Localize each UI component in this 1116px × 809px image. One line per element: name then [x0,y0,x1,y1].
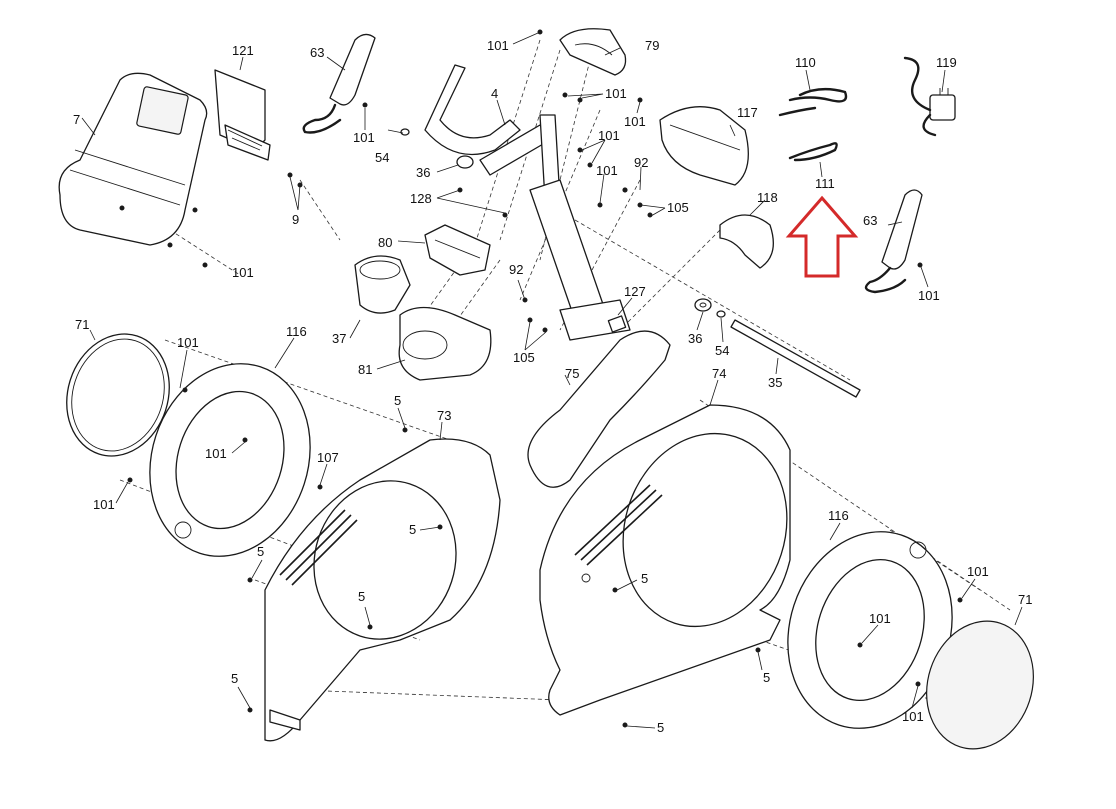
handle-grip-part-63-left [302,33,376,134]
callout-92: 92 [634,155,648,170]
washer-part-54-left [400,128,410,136]
callout-labels: 121 63 7 101 9 101 101 79 101 101 4 54 1… [73,38,1032,735]
callout-54-left: 54 [375,150,389,165]
callout-101: 101 [596,163,618,178]
callout-116-right: 116 [828,508,849,523]
housing-part-81 [398,306,492,381]
callout-105: 105 [667,200,689,215]
callout-80: 80 [378,235,392,250]
callout-101: 101 [232,265,254,280]
callout-101: 101 [869,611,891,626]
callout-101: 101 [177,335,199,350]
ring-part-116-right [787,531,953,729]
callout-35: 35 [768,375,782,390]
handlebar-frame-part-4 [424,64,561,201]
callout-101: 101 [967,564,989,579]
callout-9: 9 [292,212,299,227]
callout-101: 101 [918,288,940,303]
callout-107: 107 [317,450,339,465]
callout-127: 127 [624,284,646,299]
clip-cover-part-118 [719,214,774,269]
console-part-7 [58,72,208,246]
callout-121: 121 [232,43,254,58]
bushing-part-36-left [456,155,474,169]
callout-63-left: 63 [310,45,324,60]
callout-37: 37 [332,331,346,346]
callout-5: 5 [763,670,770,685]
washer-part-54-right [716,310,726,318]
disc-cover-part-71-right [926,620,1034,750]
callout-5: 5 [358,589,365,604]
callout-105: 105 [513,350,535,365]
bracket-part-80 [424,224,491,276]
callout-101: 101 [598,128,620,143]
callout-101: 101 [902,709,924,724]
callout-63-right: 63 [863,213,877,228]
cable-part-110 [778,87,848,117]
wire-part-111 [788,142,838,162]
callout-118: 118 [757,190,778,205]
axle-part-35 [730,319,861,398]
callout-116-left: 116 [286,324,307,339]
callout-5: 5 [641,571,648,586]
callout-101: 101 [624,114,646,129]
handle-grip-part-63-right [864,189,923,294]
disc-cover-part-71-left [66,333,170,457]
upright-post [529,179,631,341]
left-shroud-part-73 [264,438,501,742]
callout-4: 4 [491,86,498,101]
callout-111: 111 [815,176,835,191]
callout-101: 101 [353,130,375,145]
callout-71-right: 71 [1018,592,1032,607]
callout-5: 5 [231,671,238,686]
cup-holder-part-37 [354,255,411,314]
callout-79: 79 [645,38,659,53]
callout-74: 74 [712,366,726,381]
callout-5: 5 [394,393,401,408]
callout-36-right: 36 [688,331,702,346]
callout-110: 110 [795,55,816,70]
part-127 [607,315,627,333]
callout-101: 101 [93,497,115,512]
callout-7: 7 [73,112,80,127]
callout-92: 92 [509,262,523,277]
callout-75: 75 [565,366,579,381]
callout-5: 5 [657,720,664,735]
front-cover-part-75 [527,330,671,488]
screws [127,29,963,728]
callout-5: 5 [257,544,264,559]
callout-119: 119 [936,55,957,70]
callout-5: 5 [409,522,416,537]
callout-101: 101 [205,446,227,461]
callout-54-right: 54 [715,343,729,358]
right-shroud-part-74 [539,404,791,716]
callout-73: 73 [437,408,451,423]
upper-cover-part-79 [559,28,627,76]
callout-101: 101 [605,86,627,101]
power-adapter-part-119 [903,56,956,137]
callout-36-left: 36 [416,165,430,180]
up-arrow-icon [785,195,859,278]
leader-lines [81,32,1023,729]
highlight-arrow-icon [785,195,859,278]
callout-81: 81 [358,362,372,377]
callout-101: 101 [487,38,509,53]
callout-71-left: 71 [75,317,89,332]
callout-117: 117 [737,105,758,120]
rear-cover-part-117 [659,106,749,186]
ring-part-116-left [149,363,311,557]
display-bracket-part-121 [214,69,271,161]
callout-128: 128 [410,191,432,206]
bushing-part-36-right [694,298,712,312]
